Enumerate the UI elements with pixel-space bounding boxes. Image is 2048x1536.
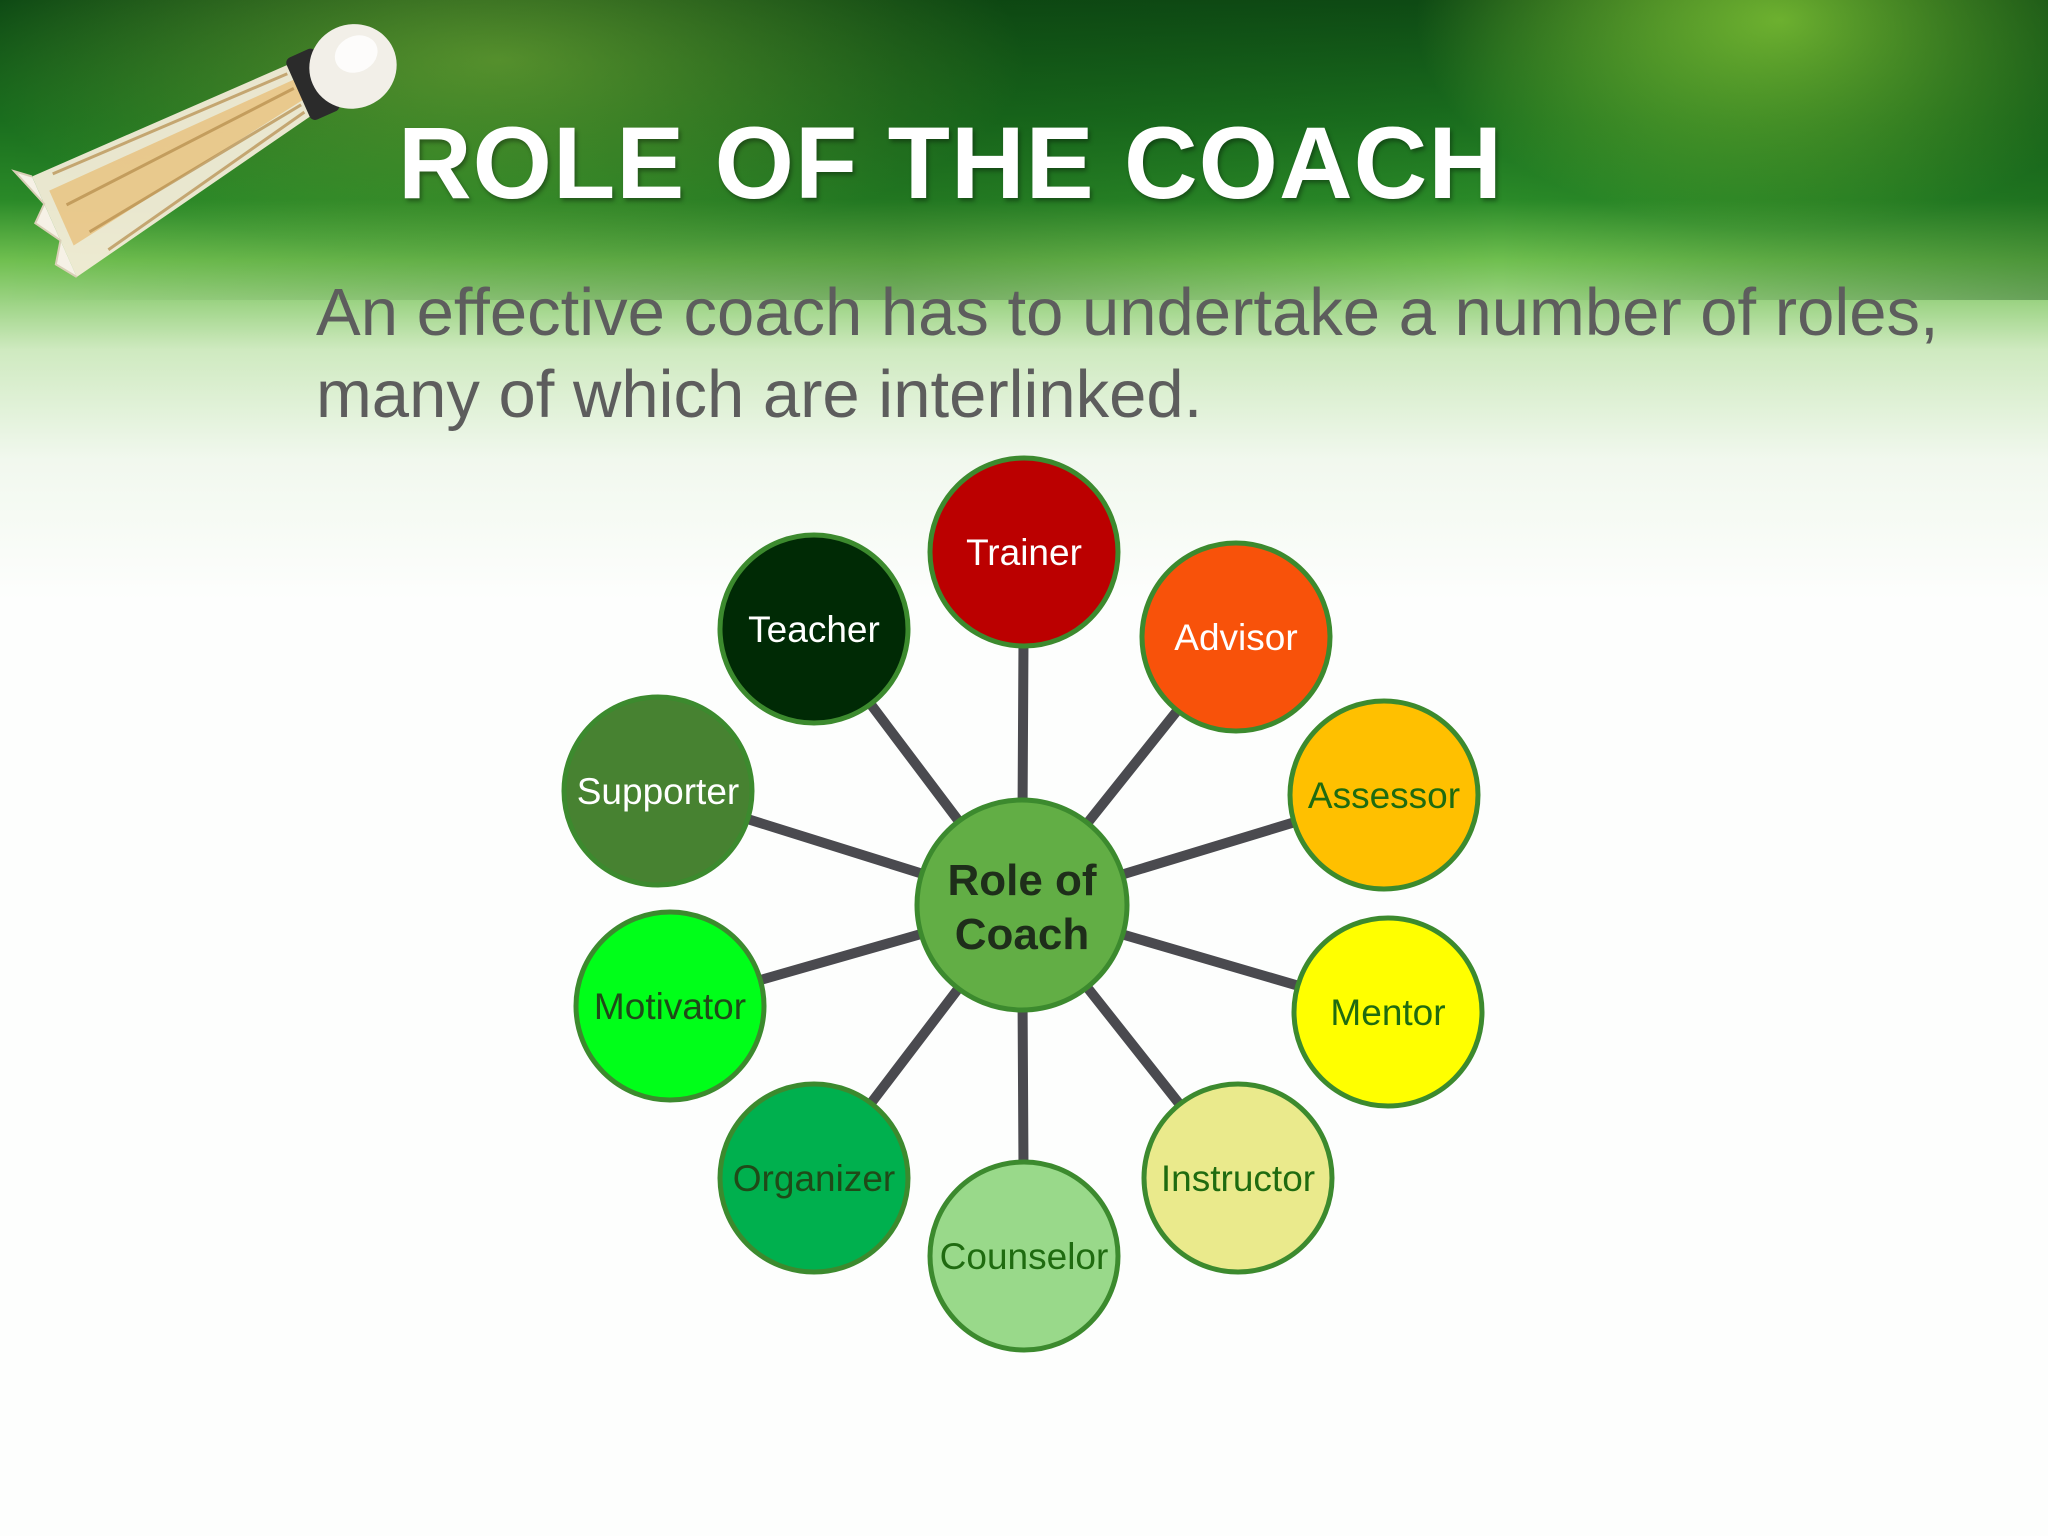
role-label-assessor: Assessor xyxy=(1308,775,1460,816)
slide-subtitle: An effective coach has to undertake a nu… xyxy=(316,275,1939,432)
role-circle-trainer xyxy=(927,455,1121,649)
role-label-advisor: Advisor xyxy=(1174,617,1297,658)
role-circle-mentor xyxy=(1291,915,1485,1109)
role-circle-motivator xyxy=(573,909,767,1103)
role-label-supporter: Supporter xyxy=(577,771,740,812)
role-label-teacher: Teacher xyxy=(748,609,880,650)
slide-title: ROLE OF THE COACH xyxy=(398,106,1503,220)
shuttlecock-image xyxy=(11,24,397,278)
role-circle-instructor xyxy=(1141,1081,1335,1275)
role-label-organizer: Organizer xyxy=(733,1158,895,1199)
center-circle xyxy=(914,797,1130,1013)
role-label-counselor: Counselor xyxy=(940,1236,1109,1277)
role-circle-assessor xyxy=(1287,698,1481,892)
center-node: Role of Coach xyxy=(914,797,1130,1013)
role-label-trainer: Trainer xyxy=(966,532,1082,573)
role-node-organizer: Organizer xyxy=(717,1081,911,1275)
role-node-teacher: Teacher xyxy=(717,532,911,726)
role-node-trainer: Trainer xyxy=(927,455,1121,649)
role-node-advisor: Advisor xyxy=(1139,540,1333,734)
role-circle-counselor xyxy=(927,1159,1121,1353)
role-nodes: TrainerAdvisorAssessorMentorInstructorCo… xyxy=(561,455,1485,1353)
role-node-counselor: Counselor xyxy=(927,1159,1121,1353)
center-label-line-1: Role of xyxy=(947,856,1096,905)
role-circle-teacher xyxy=(717,532,911,726)
role-label-motivator: Motivator xyxy=(594,986,746,1027)
role-node-assessor: Assessor xyxy=(1287,698,1481,892)
role-label-instructor: Instructor xyxy=(1161,1158,1315,1199)
center-label-line-2: Coach xyxy=(955,910,1089,959)
role-circle-organizer xyxy=(717,1081,911,1275)
role-node-mentor: Mentor xyxy=(1291,915,1485,1109)
role-circle-advisor xyxy=(1139,540,1333,734)
role-node-motivator: Motivator xyxy=(573,909,767,1103)
role-circle-supporter xyxy=(561,694,755,888)
role-node-instructor: Instructor xyxy=(1141,1081,1335,1275)
role-label-mentor: Mentor xyxy=(1330,992,1445,1033)
role-node-supporter: Supporter xyxy=(561,694,755,888)
